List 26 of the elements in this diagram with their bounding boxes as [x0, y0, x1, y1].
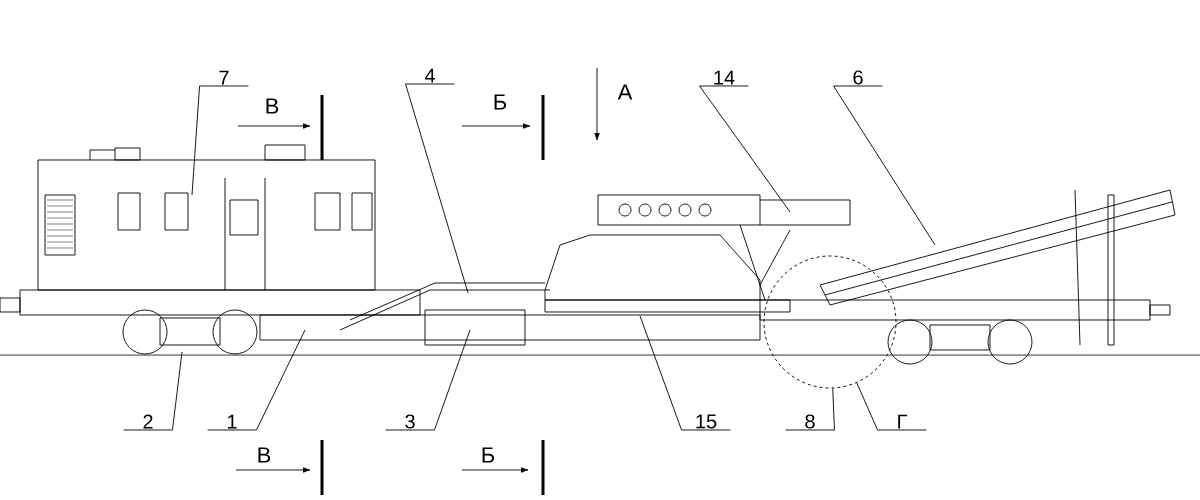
leader-line [833, 85, 936, 246]
callout-number: 3 [405, 414, 415, 429]
section-label: Б [482, 447, 495, 463]
leader-line [191, 85, 249, 196]
section-label: В [258, 447, 271, 463]
section-label: А [617, 84, 633, 100]
callout-number: Г [898, 414, 908, 429]
callout-number: 4 [424, 68, 435, 83]
callout-number: 7 [219, 70, 229, 85]
section-label: Б [494, 94, 507, 110]
callout-number: 2 [143, 414, 153, 429]
leader-line [405, 83, 469, 294]
leader-line [856, 382, 927, 431]
callout-number: 1 [227, 414, 237, 429]
leader-line [699, 85, 791, 213]
callout-number: 14 [714, 70, 735, 85]
callout-number: 15 [696, 414, 717, 429]
leader-line [385, 329, 471, 431]
section-label: В [266, 98, 279, 114]
leader-line [639, 315, 731, 431]
leader-line [123, 351, 183, 431]
detail-circle [763, 255, 897, 389]
callout-number: 6 [853, 70, 863, 85]
leader-line [207, 329, 306, 431]
callout-number: 8 [805, 414, 815, 429]
leader-line [785, 387, 835, 431]
